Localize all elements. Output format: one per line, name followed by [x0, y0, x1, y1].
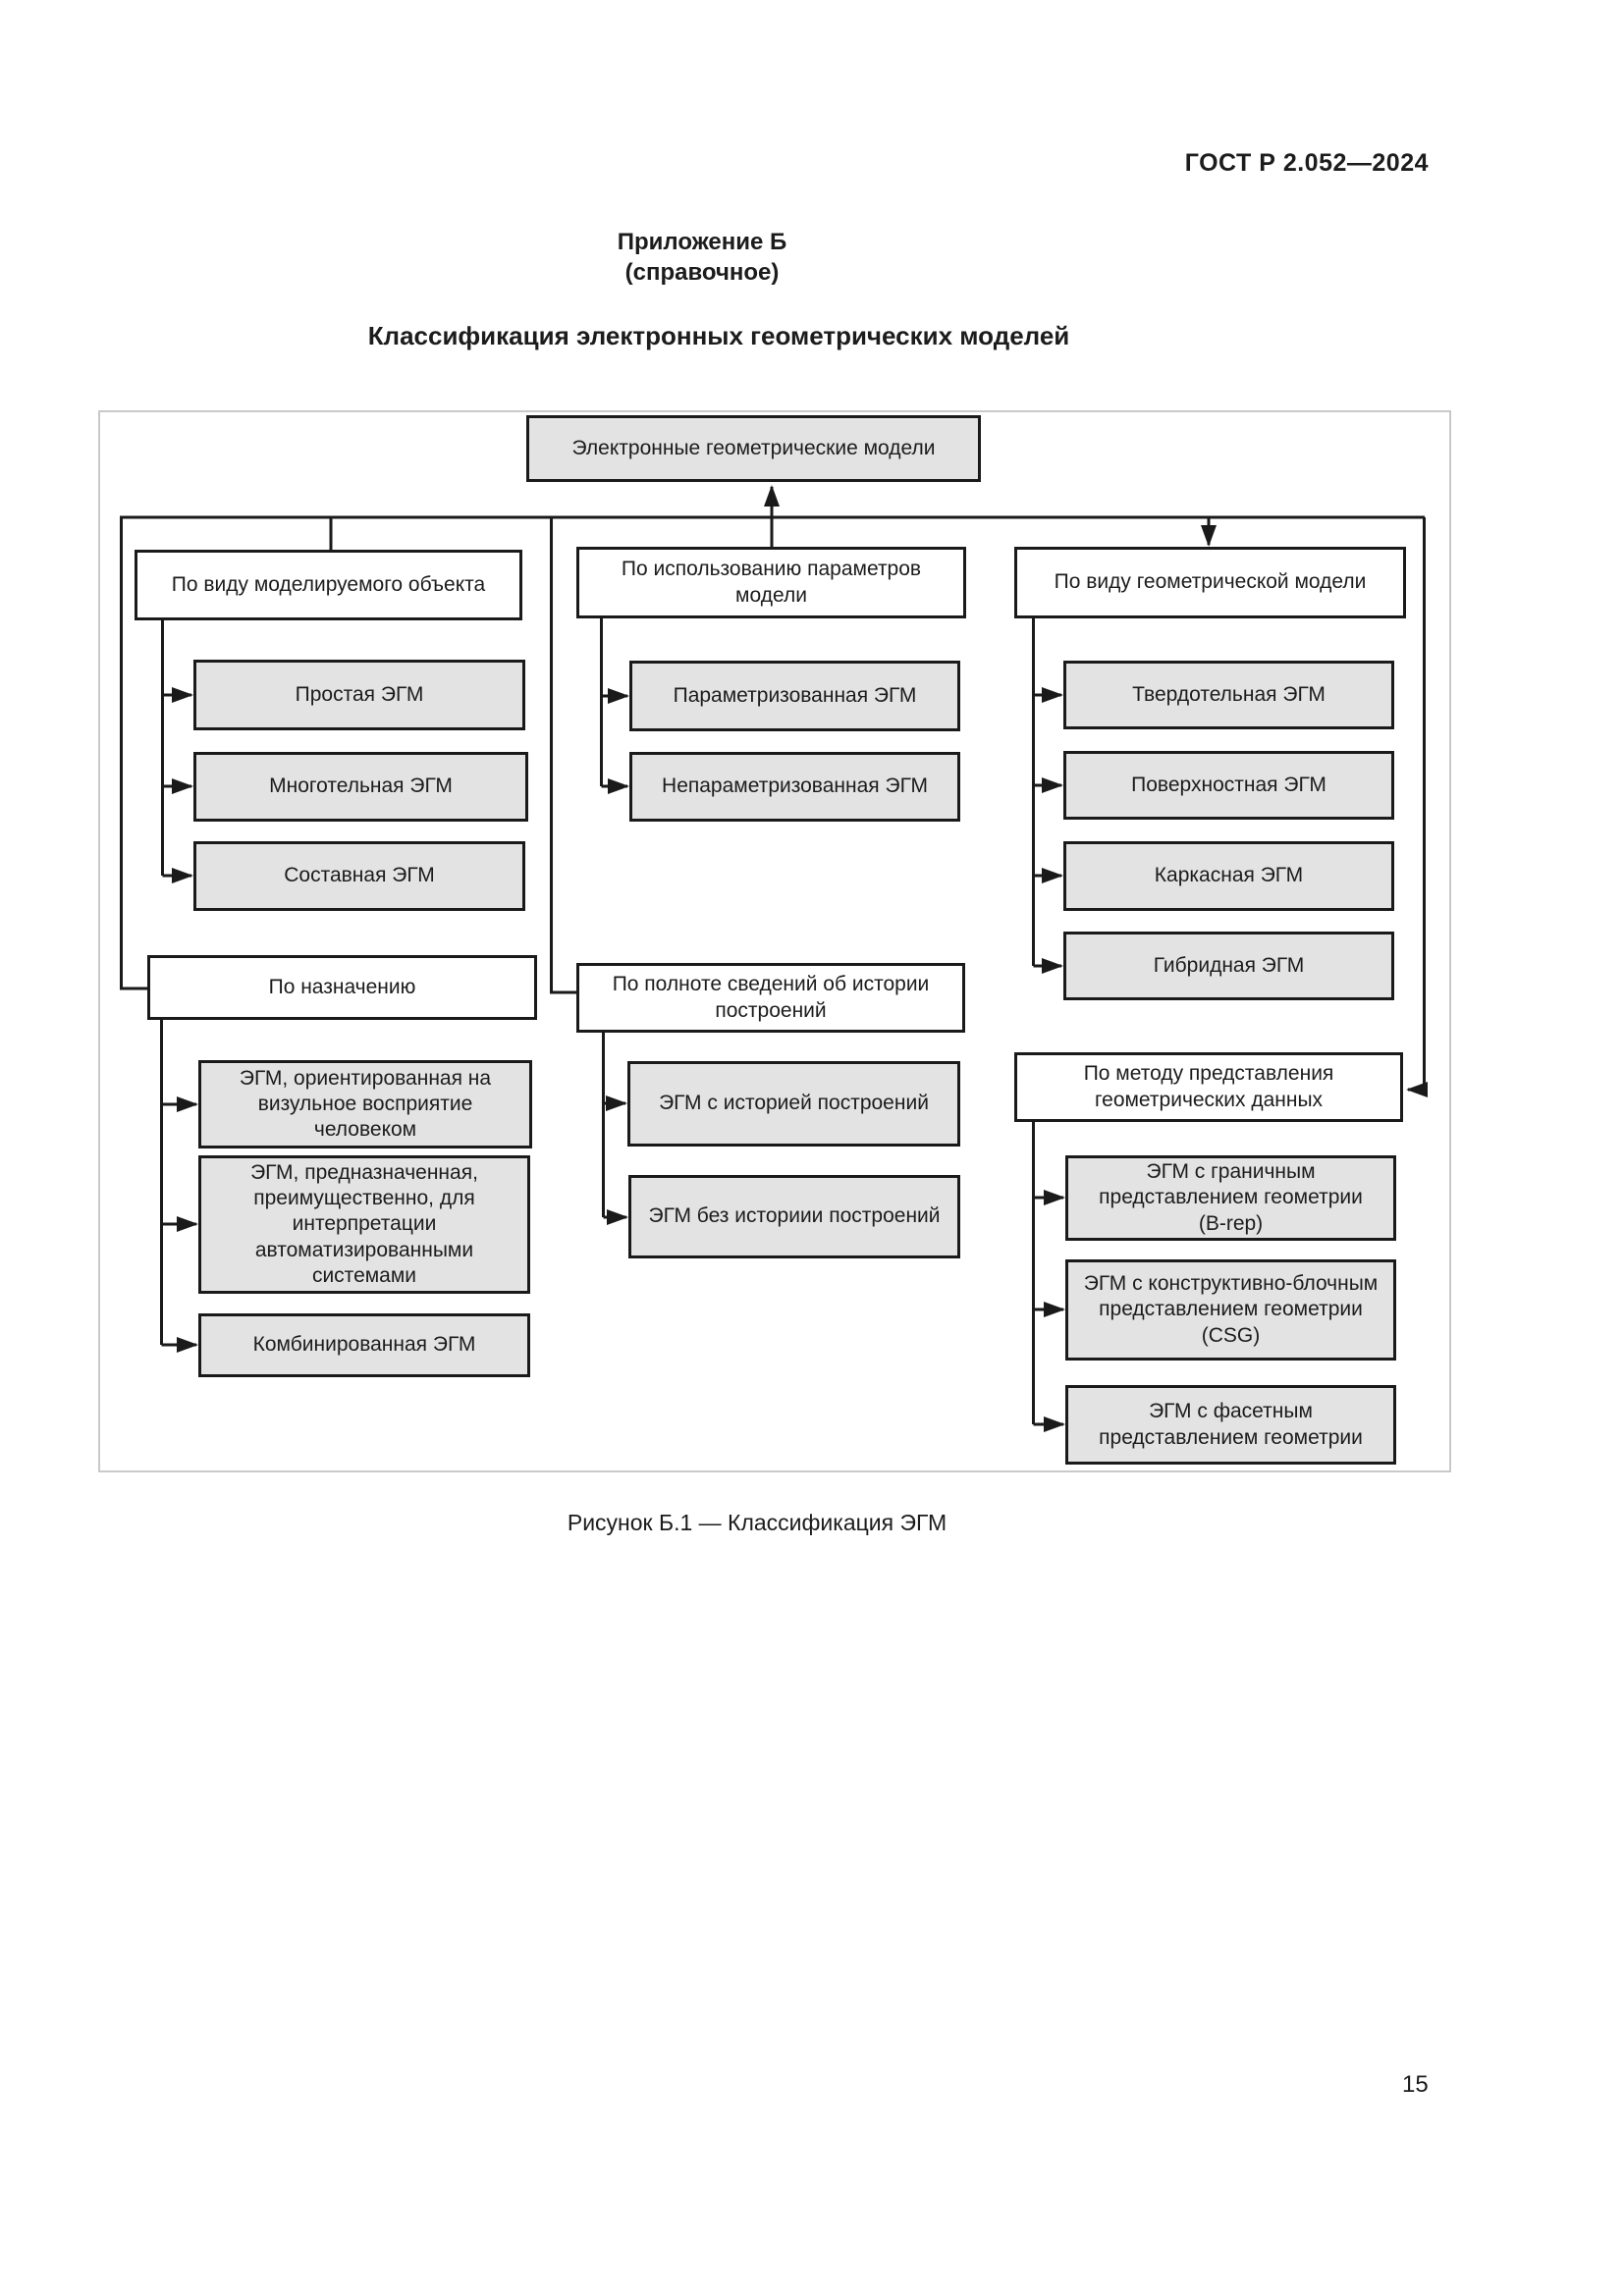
node-combined-egm: Комбинированная ЭГМ: [198, 1313, 530, 1377]
node-by-params: По использованию параметров модели: [576, 547, 966, 618]
page-number: 15: [1402, 2071, 1429, 2098]
node-facet-egm: ЭГМ с фасетным представлением геометрии: [1065, 1385, 1396, 1465]
node-without-history-egm: ЭГМ без историии построений: [628, 1175, 960, 1258]
node-visual-egm: ЭГМ, ориентированная на визульное воспри…: [198, 1060, 532, 1148]
appendix-note: (справочное): [624, 259, 780, 286]
node-brep-egm: ЭГМ с граничным представлением геометрии…: [1065, 1155, 1396, 1241]
node-by-method: По методу представления геометрических д…: [1014, 1052, 1403, 1122]
node-simple-egm: Простая ЭГМ: [193, 660, 525, 730]
section-heading: Классификация электронных геометрических…: [367, 321, 1070, 350]
appendix-title: Приложение Б: [617, 229, 787, 255]
node-automated-egm: ЭГМ, предназначенная, преимущественно, д…: [198, 1155, 530, 1294]
node-wireframe-egm: Каркасная ЭГМ: [1063, 841, 1394, 911]
node-surface-egm: Поверхностная ЭГМ: [1063, 751, 1394, 820]
node-by-geom-model: По виду геометрической модели: [1014, 547, 1406, 618]
standard-number: ГОСТ Р 2.052—2024: [1184, 149, 1429, 177]
node-with-history-egm: ЭГМ с историей построений: [627, 1061, 960, 1147]
node-nonparametrized-egm: Непараметризованная ЭГМ: [629, 752, 960, 822]
figure-border: [98, 410, 1451, 1472]
node-hybrid-egm: Гибридная ЭГМ: [1063, 932, 1394, 1000]
node-composite-egm: Составная ЭГМ: [193, 841, 525, 911]
node-csg-egm: ЭГМ с конструктивно-блочным представлени…: [1065, 1259, 1396, 1361]
node-by-object-type: По виду моделируемого объекта: [135, 550, 522, 620]
node-parametrized-egm: Параметризованная ЭГМ: [629, 661, 960, 731]
node-by-purpose: По назначению: [147, 955, 537, 1020]
node-by-history: По полноте сведений об истории построени…: [576, 963, 965, 1033]
node-multibody-egm: Многотельная ЭГМ: [193, 752, 528, 822]
figure-caption: Рисунок Б.1 — Классификация ЭГМ: [567, 1510, 947, 1535]
node-root: Электронные геометрические модели: [526, 415, 981, 482]
node-solid-egm: Твердотельная ЭГМ: [1063, 661, 1394, 729]
